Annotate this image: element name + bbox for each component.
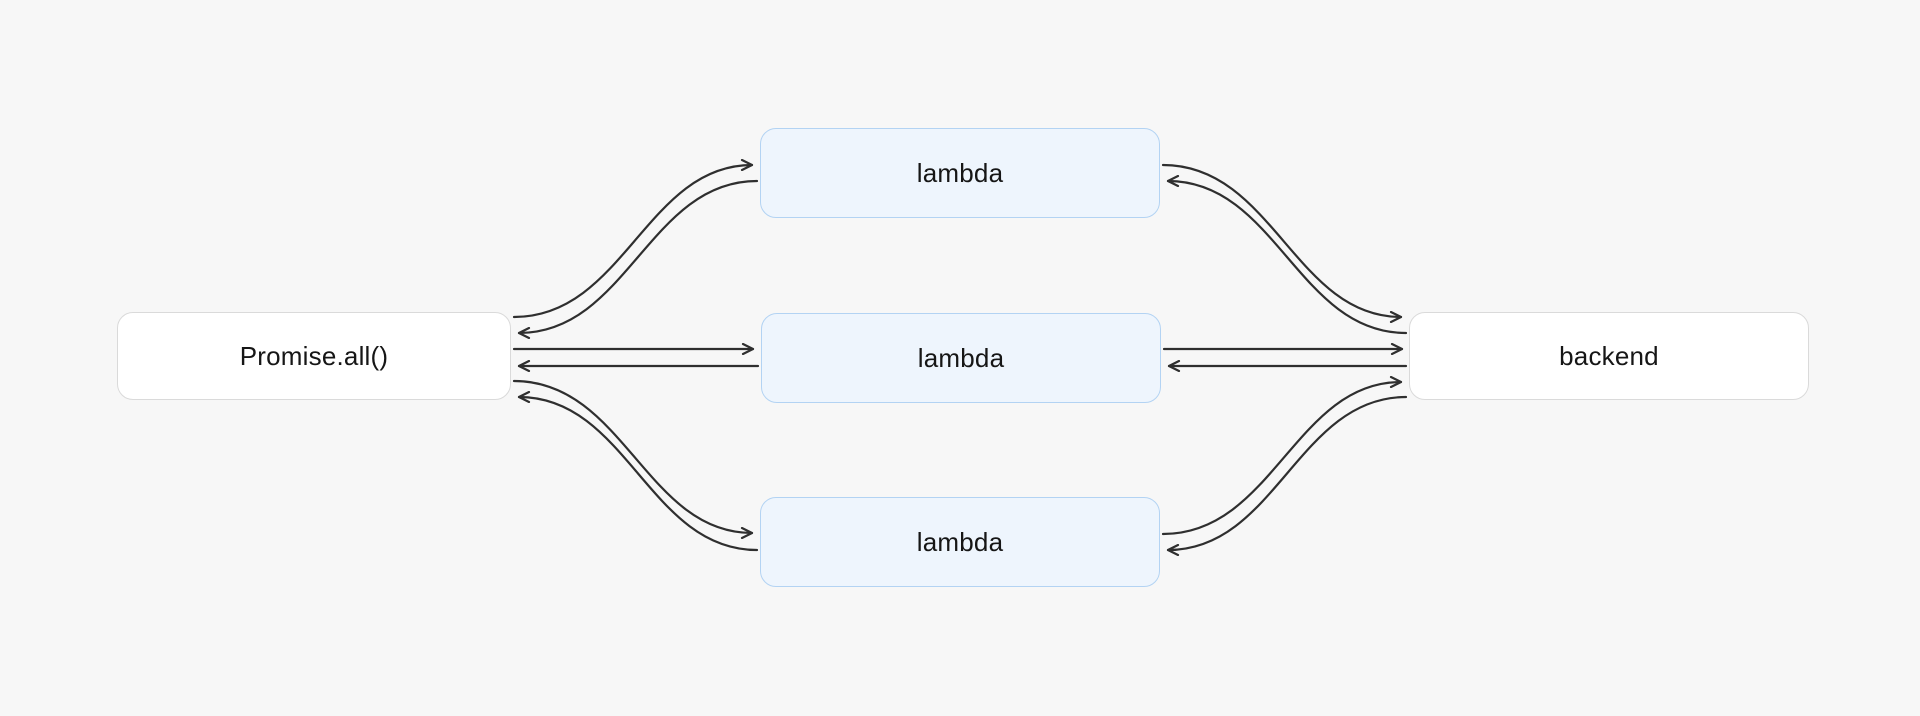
edge-lambda-3-to-promise <box>517 397 759 552</box>
node-promise-all: Promise.all() <box>117 312 511 400</box>
edge-promise-to-lambda-3 <box>512 379 754 533</box>
node-backend: backend <box>1409 312 1809 400</box>
edge-lambda-1-to-backend <box>1161 163 1403 317</box>
edge-promise-to-lambda-1 <box>512 165 754 319</box>
edge-backend-to-lambda-1 <box>1166 181 1408 335</box>
node-lambda-2: lambda <box>761 313 1161 403</box>
edge-lambda-1-to-promise <box>517 179 759 333</box>
edge-backend-to-lambda-3 <box>1166 395 1408 550</box>
node-lambda-1-label: lambda <box>916 157 1004 188</box>
node-lambda-3-label: lambda <box>916 526 1004 557</box>
node-lambda-2-label: lambda <box>917 342 1005 373</box>
node-promise-all-label: Promise.all() <box>239 340 389 371</box>
edge-lambda-3-to-backend <box>1161 382 1403 536</box>
node-lambda-3: lambda <box>760 497 1160 587</box>
node-lambda-1: lambda <box>760 128 1160 218</box>
node-backend-label: backend <box>1559 340 1659 371</box>
